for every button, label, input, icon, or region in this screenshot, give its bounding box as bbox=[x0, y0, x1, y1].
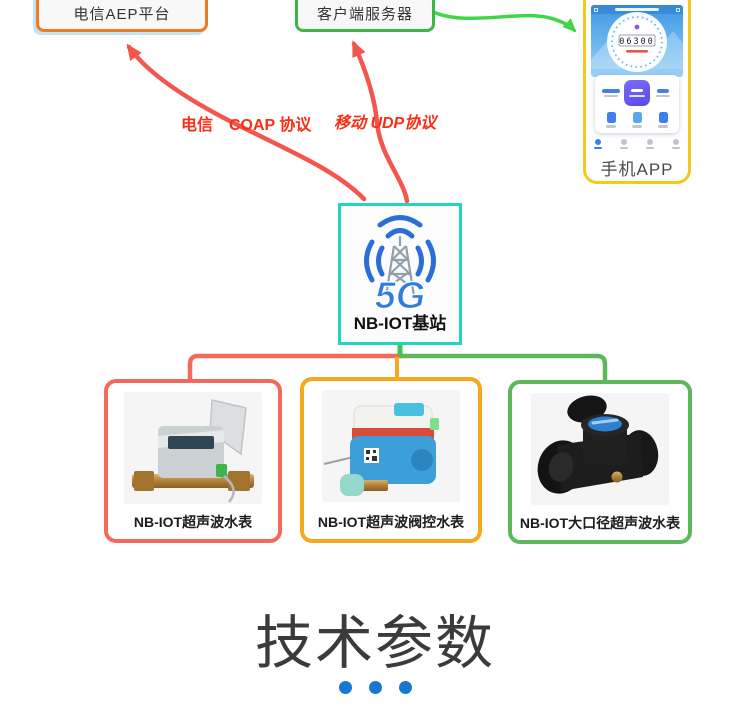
product-label-valve-control: NB-IOT超声波阀控水表 bbox=[317, 514, 465, 530]
pay-button[interactable] bbox=[624, 80, 650, 106]
telecom-coap-protocol-label: 电信 COAP 协议 bbox=[181, 117, 312, 134]
gauge-dot bbox=[634, 24, 640, 30]
phone-titlebar bbox=[591, 5, 683, 14]
telecom-aep-label: 电信AEP平台 bbox=[73, 5, 171, 23]
5g-badge: 5G bbox=[375, 275, 426, 312]
node-telecom-aep-platform: 电信AEP平台 bbox=[36, 0, 208, 32]
nav-message-icon[interactable] bbox=[646, 139, 654, 149]
client-server-label: 客户端服务器 bbox=[316, 5, 413, 23]
node-product-large-diameter-meter: NB-IOT大口径超声波水表 bbox=[508, 380, 692, 544]
settings-icon bbox=[676, 7, 680, 12]
valve-control-meter-photo bbox=[322, 390, 460, 502]
node-product-valve-control-meter: NB-IOT超声波阀控水表 bbox=[300, 377, 482, 543]
node-nbiot-base-station: 5G NB-IOT基站 bbox=[338, 203, 462, 345]
bill-icon[interactable] bbox=[600, 112, 622, 128]
service-icon[interactable] bbox=[652, 112, 674, 128]
recharge-shortcut[interactable] bbox=[600, 89, 622, 97]
node-mobile-app: 06300 bbox=[583, 0, 691, 184]
node-product-ultrasonic-meter: NB-IOT超声波水表 bbox=[104, 379, 282, 543]
mobile-app-label: 手机APP bbox=[600, 160, 674, 179]
meter-open-lid bbox=[209, 399, 247, 456]
phone-screen-header: 06300 bbox=[591, 5, 683, 77]
arrow-server-to-phone bbox=[434, 11, 577, 33]
node-client-server: 客户端服务器 bbox=[295, 0, 435, 32]
meter-reading: 06300 bbox=[619, 37, 655, 47]
mobile-udp-protocol-label: 移动 UDP协议 bbox=[334, 115, 437, 132]
nav-home-icon[interactable] bbox=[594, 139, 602, 149]
section-title: 技术参数 bbox=[254, 611, 495, 676]
phone-bottom-nav bbox=[594, 139, 680, 149]
product-label-ultrasonic: NB-IOT超声波水表 bbox=[133, 514, 253, 530]
base-station-label: NB-IOT基站 bbox=[353, 314, 447, 333]
dot bbox=[338, 681, 352, 694]
ultrasonic-meter-photo bbox=[124, 392, 262, 504]
settings-shortcut[interactable] bbox=[652, 89, 674, 97]
nav-profile-icon[interactable] bbox=[672, 139, 680, 149]
report-icon[interactable] bbox=[626, 112, 648, 128]
menu-icon bbox=[594, 7, 598, 12]
phone-menu-card bbox=[595, 75, 679, 133]
section-title-dots bbox=[0, 681, 750, 694]
dot bbox=[398, 681, 412, 694]
large-diameter-meter-photo bbox=[531, 393, 669, 505]
phone-title-placeholder bbox=[615, 8, 659, 11]
5g-tower-icon: 5G bbox=[364, 215, 436, 312]
nav-bill-icon[interactable] bbox=[620, 139, 628, 149]
product-label-large-diameter: NB-IOT大口径超声波水表 bbox=[519, 515, 681, 531]
water-meter-gauge: 06300 bbox=[607, 12, 667, 72]
dot bbox=[368, 681, 382, 694]
